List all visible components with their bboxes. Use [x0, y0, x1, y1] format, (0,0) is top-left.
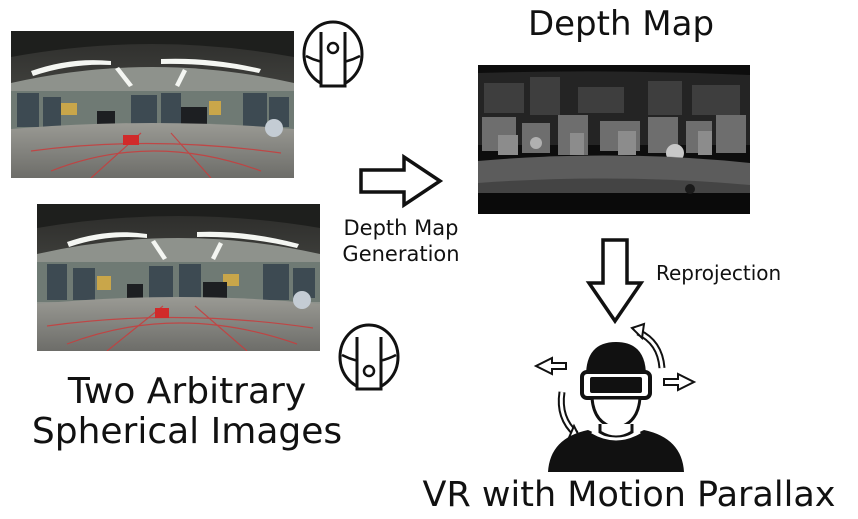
step-reprojection-label: Reprojection	[656, 261, 782, 285]
sphere-camera-icon-2	[336, 313, 402, 397]
input-caption: Two Arbitrary Spherical Images	[22, 372, 352, 451]
step-depth-generation-label: Depth Map Generation	[334, 215, 468, 268]
step-depth-generation-line2: Generation	[342, 242, 460, 267]
input-caption-line2: Spherical Images	[31, 410, 343, 452]
vr-headset-user-icon	[522, 320, 708, 476]
hollow-right-arrow-icon	[358, 153, 444, 209]
hollow-down-arrow-icon	[585, 237, 645, 325]
panorama-image-top	[11, 31, 294, 178]
sphere-camera-icon	[301, 12, 365, 96]
depth-map-title: Depth Map	[527, 4, 715, 44]
input-caption-line1: Two Arbitrary	[67, 371, 307, 412]
step-depth-generation-line1: Depth Map	[343, 216, 459, 240]
output-title: VR with Motion Parallax	[422, 475, 836, 515]
panorama-image-bottom	[37, 204, 320, 351]
depth-map-image	[478, 65, 750, 214]
